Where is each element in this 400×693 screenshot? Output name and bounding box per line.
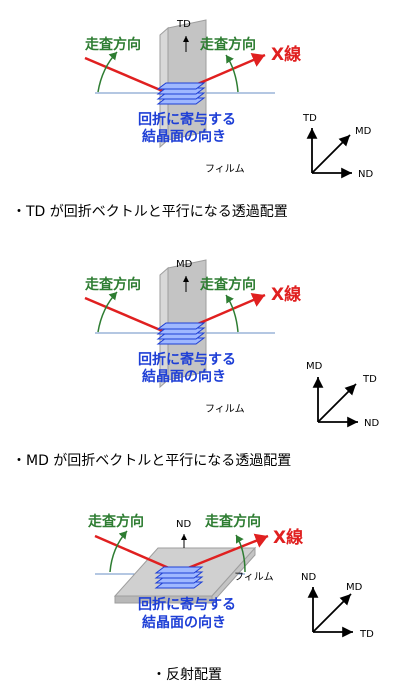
caption: ・反射配置 — [152, 667, 222, 683]
scan-arc-left — [97, 51, 118, 93]
diffraction-label-line1: 回折に寄与する — [138, 111, 236, 128]
axis-diag-label: TD — [362, 374, 377, 385]
diffraction-label-line2: 結晶面の向き — [142, 368, 226, 385]
xray-label: X線 — [271, 44, 301, 65]
film-normal-label: MD — [176, 259, 193, 270]
diagram-reflection: ND 走査方向 走査方向 X線 回折に寄与する 結晶面の向き フィルム ND M… — [88, 513, 374, 683]
scan-arc-left — [109, 530, 128, 573]
scan-direction-right: 走査方向 — [205, 513, 261, 530]
axis-diag-arrow — [312, 593, 352, 633]
axis-diag-arrow — [311, 134, 351, 174]
axis-up-label: TD — [302, 113, 317, 124]
diagram-transmission-td: TD 走査方向 走査方向 X線 回折に寄与する 結晶面の向き フィルム TD M… — [12, 19, 373, 220]
xray-label: X線 — [273, 527, 303, 548]
crystal-planes-icon — [157, 322, 205, 345]
axis-triad: MD TD ND — [306, 361, 379, 429]
scan-arc-left — [97, 291, 118, 333]
axis-up-label: ND — [301, 572, 316, 583]
scan-arc-right — [225, 294, 239, 333]
scan-arc-right — [235, 534, 246, 573]
caption: ・MD が回折ベクトルと平行になる透過配置 — [12, 453, 291, 469]
film-label: フィルム — [205, 163, 245, 175]
scan-direction-right: 走査方向 — [200, 36, 256, 53]
diffraction-label-line1: 回折に寄与する — [138, 596, 236, 613]
diagram-transmission-md: MD 走査方向 走査方向 X線 回折に寄与する 結晶面の向き フィルム MD T… — [12, 259, 379, 469]
diffraction-label-line2: 結晶面の向き — [142, 614, 226, 631]
scan-direction-left: 走査方向 — [85, 276, 141, 293]
film-label: フィルム — [205, 403, 245, 415]
axis-triad: ND MD TD — [301, 572, 374, 640]
axis-triad: TD MD ND — [302, 113, 373, 180]
film-normal-label: ND — [176, 519, 191, 530]
xray-label: X線 — [271, 284, 301, 305]
film-normal-label: TD — [176, 19, 191, 30]
film-label: フィルム — [234, 571, 274, 583]
scan-arc-right — [225, 54, 239, 93]
diffracted-beam — [177, 533, 269, 574]
scan-direction-right: 走査方向 — [200, 276, 256, 293]
axis-right-label: ND — [364, 418, 379, 429]
diffraction-label-line2: 結晶面の向き — [142, 128, 226, 145]
axis-diag-label: MD — [346, 582, 363, 593]
crystal-planes-icon — [155, 566, 203, 589]
scan-direction-left: 走査方向 — [85, 36, 141, 53]
crystal-planes-icon — [157, 82, 205, 105]
diffraction-label-line1: 回折に寄与する — [138, 351, 236, 368]
incident-beam — [94, 534, 179, 574]
scan-direction-left: 走査方向 — [88, 513, 144, 530]
axis-diag-arrow — [317, 383, 357, 423]
axis-right-label: ND — [358, 169, 373, 180]
axis-diag-label: MD — [355, 126, 372, 137]
axis-right-label: TD — [359, 629, 374, 640]
caption: ・TD が回折ベクトルと平行になる透過配置 — [12, 204, 288, 220]
axis-up-label: MD — [306, 361, 323, 372]
